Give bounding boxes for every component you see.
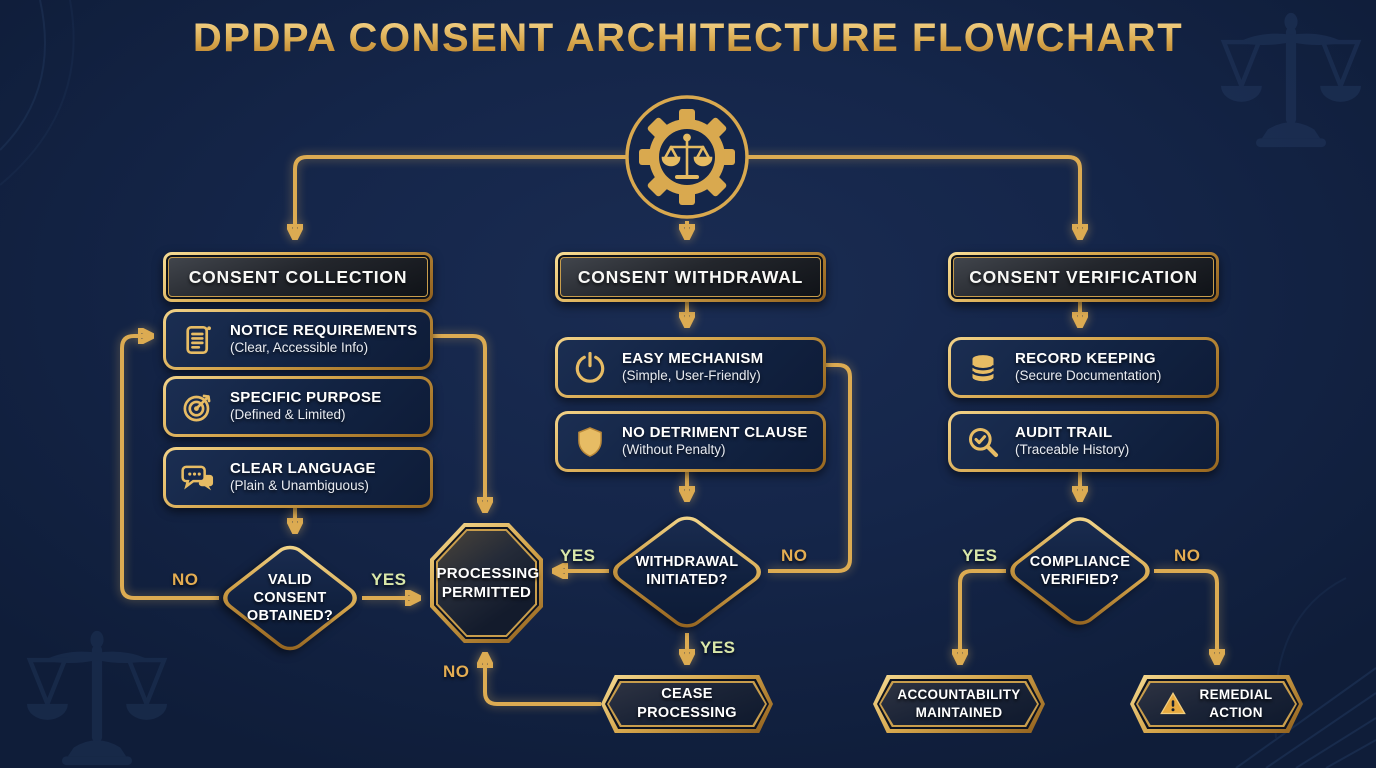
scales-watermark-top-right xyxy=(1220,12,1362,148)
edge-label-withdrawal-no: NO xyxy=(781,546,808,565)
header-label: CONSENT VERIFICATION xyxy=(969,266,1198,287)
magnifier-check-icon xyxy=(963,422,1003,462)
decision-withdrawal-label: WITHDRAWAL INITIATED? xyxy=(635,553,739,588)
header-consent-collection: CONSENT COLLECTION xyxy=(163,252,433,302)
edge-label-withdrawal-yes-down: YES xyxy=(700,638,736,657)
node-accountability-maintained: ACCOUNTABILITY MAINTAINED xyxy=(873,675,1045,733)
corner-lines-top-left xyxy=(0,0,75,186)
item-title: CLEAR LANGUAGE xyxy=(230,459,376,477)
box-clear-language: CLEAR LANGUAGE (Plain & Unambiguous) xyxy=(163,447,433,508)
header-consent-withdrawal: CONSENT WITHDRAWAL xyxy=(555,252,826,302)
power-icon xyxy=(570,348,610,388)
edge-compliance-no xyxy=(1154,569,1217,661)
edge-withdrawal-no-loop xyxy=(768,363,852,573)
item-subtitle: (Simple, User-Friendly) xyxy=(622,368,761,384)
edge-label-cease-no: NO xyxy=(443,662,470,681)
terminal-label: CEASE PROCESSING xyxy=(637,686,737,721)
scales-watermark-bottom-left xyxy=(26,630,168,766)
item-title: RECORD KEEPING xyxy=(1015,349,1156,367)
item-title: SPECIFIC PURPOSE xyxy=(230,388,382,406)
page-title: DPDPA CONSENT ARCHITECTURE FLOWCHART xyxy=(0,16,1376,61)
terminal-label: REMEDIAL ACTION xyxy=(1199,687,1273,720)
item-title: NO DETRIMENT CLAUSE xyxy=(622,423,808,441)
gear-scales-icon xyxy=(617,87,757,227)
edge-root-to-collection xyxy=(295,155,687,236)
decision-valid-consent-label: VALID CONSENT OBTAINED? xyxy=(246,571,334,625)
header-consent-verification: CONSENT VERIFICATION xyxy=(948,252,1219,302)
edge-cease-to-processing xyxy=(485,656,601,706)
item-subtitle: (Defined & Limited) xyxy=(230,407,346,423)
decision-compliance-label: COMPLIANCE VERIFIED? xyxy=(1029,553,1131,588)
item-subtitle: (Without Penalty) xyxy=(622,442,726,458)
edge-label-valid-yes: YES xyxy=(371,570,407,589)
box-audit-trail: AUDIT TRAIL (Traceable History) xyxy=(948,411,1219,472)
database-icon xyxy=(963,348,1003,388)
box-no-detriment-clause: NO DETRIMENT CLAUSE (Without Penalty) xyxy=(555,411,826,472)
terminal-label: ACCOUNTABILITY MAINTAINED xyxy=(897,687,1021,720)
chat-icon xyxy=(178,458,218,498)
box-record-keeping: RECORD KEEPING (Secure Documentation) xyxy=(948,337,1219,398)
item-title: NOTICE REQUIREMENTS xyxy=(230,321,418,339)
item-subtitle: (Plain & Unambiguous) xyxy=(230,478,369,494)
node-remedial-action: REMEDIAL ACTION xyxy=(1130,675,1303,733)
item-subtitle: (Clear, Accessible Info) xyxy=(230,340,369,356)
item-subtitle: (Secure Documentation) xyxy=(1015,368,1162,384)
edge-notice-to-processing xyxy=(427,334,485,509)
edge-label-withdrawal-yes-left: YES xyxy=(560,546,596,565)
box-specific-purpose: SPECIFIC PURPOSE (Defined & Limited) xyxy=(163,376,433,437)
item-subtitle: (Traceable History) xyxy=(1015,442,1130,458)
header-label: CONSENT WITHDRAWAL xyxy=(577,266,804,287)
edge-root-to-verification xyxy=(687,155,1080,236)
edge-label-valid-no: NO xyxy=(172,570,199,589)
scroll-icon xyxy=(178,320,218,360)
box-notice-requirements: NOTICE REQUIREMENTS (Clear, Accessible I… xyxy=(163,309,433,370)
target-icon xyxy=(178,387,218,427)
item-title: AUDIT TRAIL xyxy=(1015,423,1113,441)
box-easy-mechanism: EASY MECHANISM (Simple, User-Friendly) xyxy=(555,337,826,398)
edge-label-compliance-yes: YES xyxy=(962,546,998,565)
header-label: CONSENT COLLECTION xyxy=(188,266,408,287)
edge-compliance-yes xyxy=(960,569,1006,661)
edge-valid-no-loop xyxy=(120,336,219,600)
shield-icon xyxy=(570,422,610,462)
warning-icon xyxy=(1158,689,1188,719)
node-processing-permitted: PROCESSING PERMITTED xyxy=(430,523,543,643)
edge-label-compliance-no: NO xyxy=(1174,546,1201,565)
node-cease-processing: CEASE PROCESSING xyxy=(601,675,773,733)
terminal-label: PROCESSING PERMITTED xyxy=(436,564,540,602)
item-title: EASY MECHANISM xyxy=(622,349,764,367)
